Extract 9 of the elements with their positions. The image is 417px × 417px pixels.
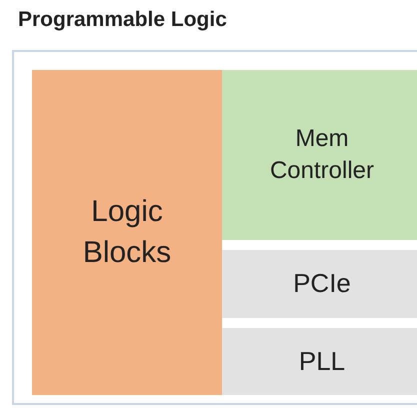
block: [222, 250, 417, 318]
block-label: PCIe: [293, 267, 351, 300]
block: [32, 70, 222, 395]
block: [222, 70, 417, 240]
block-label: PLL: [298, 344, 346, 378]
block: [222, 328, 417, 395]
panel-title: Programmable Logic: [18, 8, 227, 32]
block-label: Mem Controller: [268, 124, 376, 186]
block-label: Logic Blocks: [82, 194, 172, 270]
